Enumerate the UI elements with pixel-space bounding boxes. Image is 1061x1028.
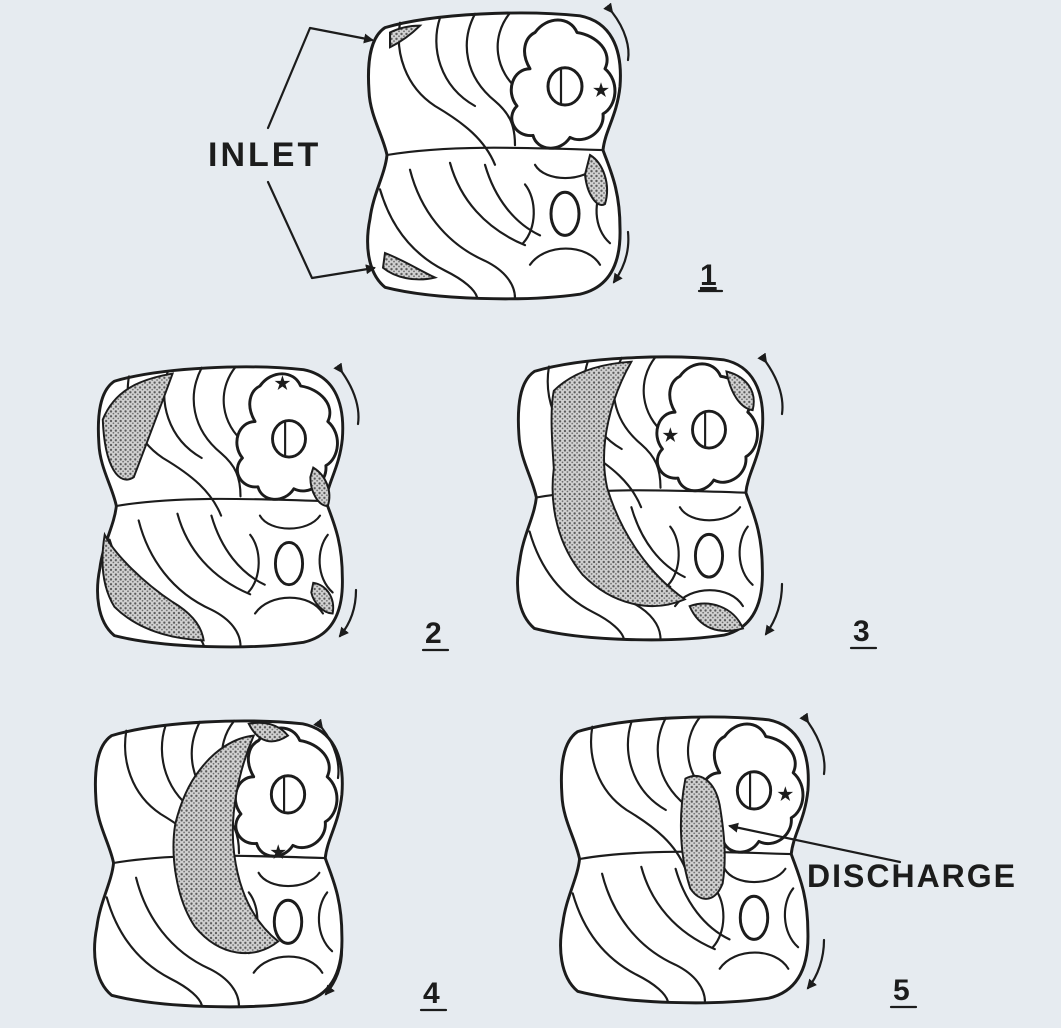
- discharge-label: DISCHARGE: [807, 858, 1017, 894]
- stage-number-4: 4: [423, 977, 440, 1010]
- stage-1-rotor-diagram: ★: [368, 13, 621, 299]
- stage-number-2: 2: [425, 617, 442, 650]
- stage-2-rotor-diagram: ★: [98, 367, 343, 647]
- rotor-marker-star: ★: [662, 425, 678, 445]
- stage-5-rotor-diagram: ★: [561, 717, 809, 1003]
- stage-number-3: 3: [853, 615, 870, 648]
- stage-number-1: 1: [700, 259, 717, 292]
- rotor-marker-star: ★: [274, 373, 290, 393]
- stage-4-rotor-diagram: ★: [95, 721, 343, 1007]
- inlet-label: INLET: [208, 136, 321, 174]
- rotor-marker-star: ★: [270, 842, 287, 862]
- stage-number-5: 5: [893, 974, 910, 1007]
- stage-3-rotor-diagram: ★: [518, 357, 763, 640]
- rotor-marker-star: ★: [778, 784, 795, 804]
- rotor-marker-star: ★: [593, 80, 610, 100]
